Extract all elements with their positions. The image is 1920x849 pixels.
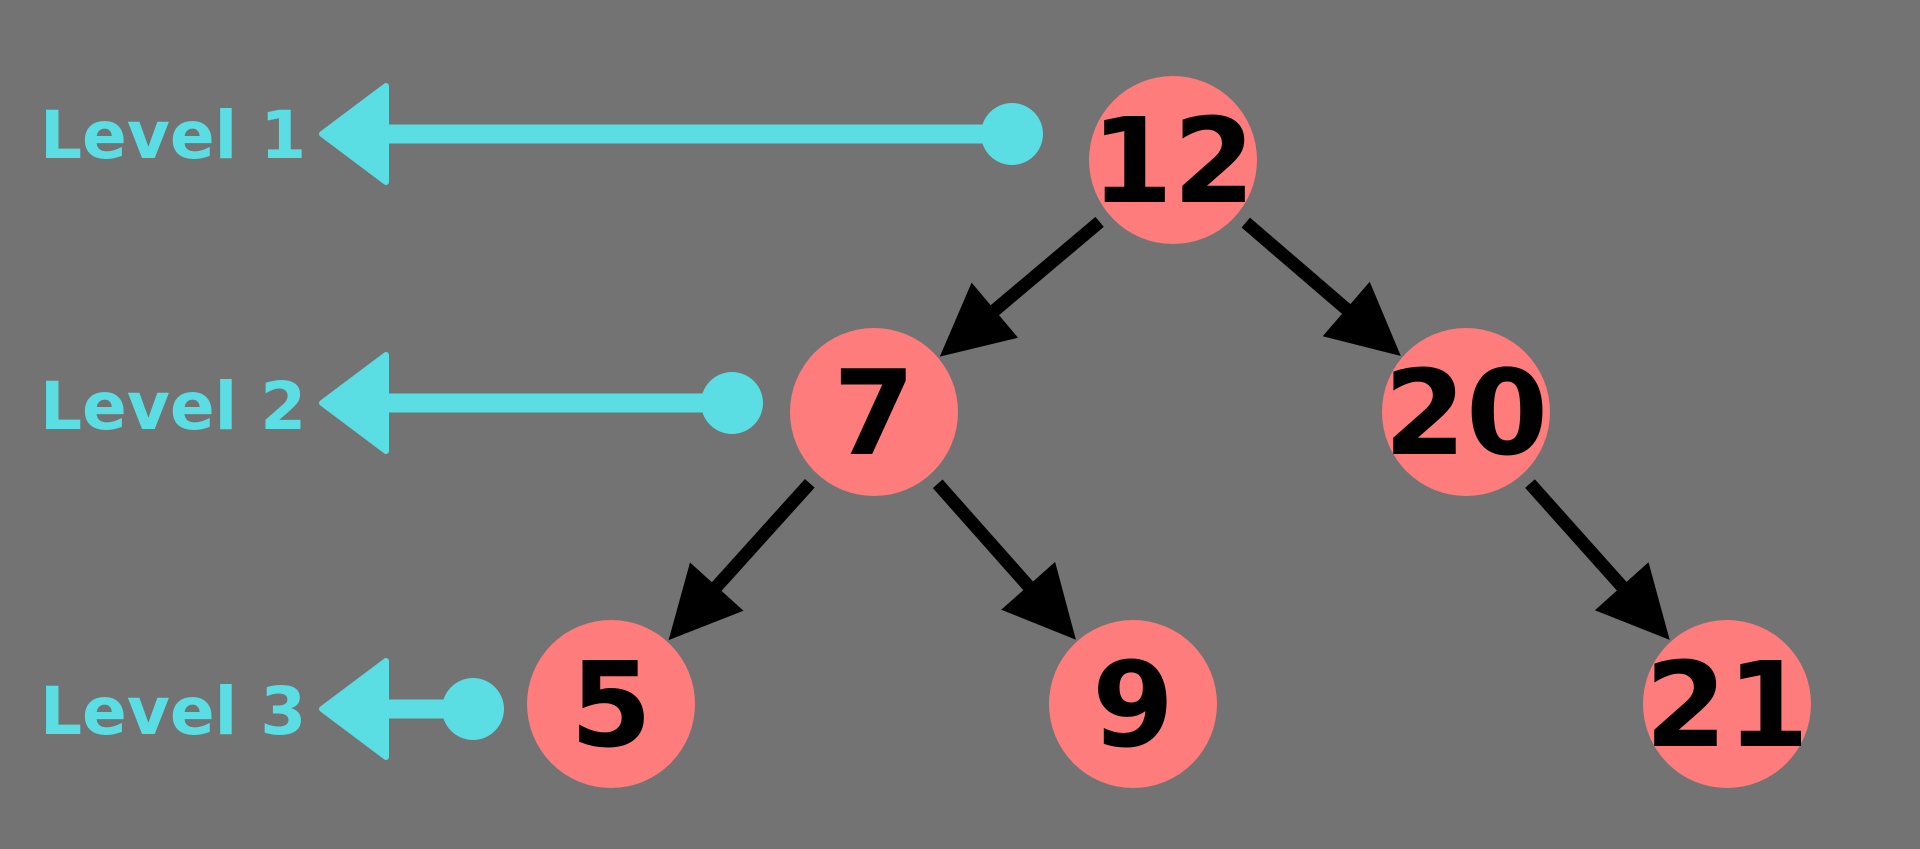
edge-arrowhead xyxy=(668,562,744,641)
nodes-layer: 12 7 20 5 9 21 xyxy=(527,76,1811,788)
tree-node-21: 21 xyxy=(1643,620,1811,788)
edge-node-7-to-node-5 xyxy=(668,478,815,641)
level-dot xyxy=(701,372,763,434)
tree-node-5: 5 xyxy=(527,620,695,788)
edge-line xyxy=(983,216,1104,322)
level-label: Level 1 xyxy=(40,97,306,174)
edge-node-12-to-node-7 xyxy=(939,216,1104,357)
edges-layer xyxy=(668,216,1670,641)
level-arrow-shaft xyxy=(384,393,732,413)
level-arrowhead xyxy=(319,352,389,454)
node-circle xyxy=(790,328,958,496)
tree-node-9: 9 xyxy=(1049,620,1217,788)
edge-arrowhead xyxy=(1594,562,1670,640)
tree-node-12: 12 xyxy=(1089,76,1257,244)
node-circle xyxy=(1382,328,1550,496)
node-circle xyxy=(1049,620,1217,788)
level-arrow-shaft xyxy=(384,124,1012,144)
edge-arrowhead xyxy=(1322,281,1401,356)
level-indicator-3: Level 3 xyxy=(40,658,504,760)
node-label: 9 xyxy=(1092,636,1174,774)
edge-line xyxy=(932,479,1040,598)
edge-line xyxy=(1525,479,1634,599)
edge-node-20-to-node-21 xyxy=(1525,479,1670,640)
edge-node-12-to-node-20 xyxy=(1241,217,1401,356)
edge-node-7-to-node-9 xyxy=(932,479,1076,640)
node-label: 7 xyxy=(833,344,915,482)
level-indicator-1: Level 1 xyxy=(40,83,1043,185)
node-circle xyxy=(527,620,695,788)
node-circle xyxy=(1643,620,1811,788)
level-label: Level 2 xyxy=(40,368,306,445)
tree-node-20: 20 xyxy=(1382,328,1550,496)
node-label: 5 xyxy=(570,636,652,774)
node-label: 20 xyxy=(1384,344,1548,482)
tree-node-7: 7 xyxy=(790,328,958,496)
edge-line xyxy=(1241,217,1359,321)
levels-layer: Level 1 Level 2 Level 3 xyxy=(40,83,1043,760)
level-label: Level 3 xyxy=(40,673,306,750)
level-arrowhead xyxy=(319,83,389,185)
level-arrowhead xyxy=(319,658,389,760)
level-dot xyxy=(981,103,1043,165)
node-label: 21 xyxy=(1645,636,1809,774)
node-circle xyxy=(1089,76,1257,244)
level-indicator-2: Level 2 xyxy=(40,352,763,454)
edge-line xyxy=(705,478,815,599)
edge-arrowhead xyxy=(1001,561,1076,640)
edge-arrowhead xyxy=(939,282,1018,357)
node-label: 12 xyxy=(1091,92,1255,230)
level-dot xyxy=(442,678,504,740)
